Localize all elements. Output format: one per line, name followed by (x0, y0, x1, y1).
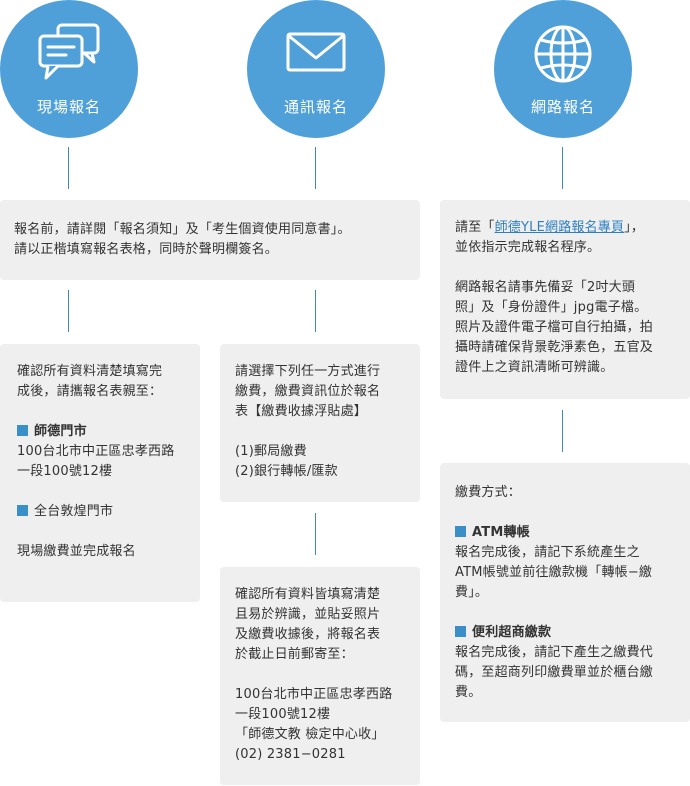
online-intro-line: 請至「師德YLE網路報名專頁」， (455, 218, 675, 238)
method-mail-circle: 通訊報名 (247, 0, 385, 138)
online-intro-suffix: 」， (624, 220, 645, 235)
connector-line (315, 290, 316, 332)
onsite-note: 現場繳費並完成報名 (17, 544, 136, 559)
connector-line (315, 513, 316, 555)
online-prepare-line: 照」及「身份證件」jpg電子檔。 (455, 300, 648, 315)
square-bullet-icon (17, 505, 28, 516)
connector-line (562, 410, 563, 452)
mail-address-line: 一段100號12樓 (235, 707, 331, 722)
common-line: 報名前，請詳閱「報名須知」及「考生個資使用同意書」。 (14, 222, 351, 237)
store-name: 全台敦煌門市 (34, 504, 114, 519)
globe-icon (534, 25, 592, 83)
convenience-store-name: 便利超商繳款 (472, 625, 552, 640)
square-bullet-icon (455, 526, 466, 537)
online-prepare-line: 攝時請確保背景乾淨素色，五官及 (455, 340, 654, 355)
mail-phone: (02) 2381−0281 (235, 747, 346, 762)
mail-send-line: 且易於辨識，並貼妥照片 (235, 607, 381, 622)
method-mail-label: 通訊報名 (283, 98, 348, 116)
envelope-icon (286, 32, 346, 72)
online-prepare-line: 照片及證件電子檔可自行拍攝，拍 (455, 320, 654, 335)
mail-payment-box: 請選擇下列任一方式進行 繳費，繳費資訊位於報名 表【繳費收據浮貼處】 (1)郵局… (220, 344, 420, 502)
store-address: 100台北市中正區忠孝西路 (17, 444, 175, 459)
mail-send-box: 確認所有資料皆填寫清楚 且易於辨識，並貼妥照片 及繳費收據後，將報名表 於截止日… (220, 567, 420, 785)
common-line: 請以正楷填寫報名表格，同時於聲明欄簽名。 (14, 242, 279, 257)
online-prepare-line: 證件上之資訊清晰可辨識。 (455, 360, 614, 375)
convenience-store-line: 報名完成後，請記下產生之繳費代 (455, 645, 654, 660)
method-online-circle: 網路報名 (494, 0, 632, 138)
chat-bubbles-icon (38, 23, 100, 80)
connector-line (68, 290, 69, 332)
atm-line: ATM帳號並前往繳款機「轉帳−繳 (455, 565, 653, 580)
connector-line (315, 147, 316, 189)
method-online-label: 網路報名 (530, 98, 595, 116)
common-instructions-box: 報名前，請詳閱「報名須知」及「考生個資使用同意書」。 請以正楷填寫報名表格，同時… (0, 200, 420, 280)
online-instructions-box: 請至「師德YLE網路報名專頁」， 並依指示完成報名程序。 網路報名請事先備妥「2… (440, 200, 690, 399)
mail-payment-line: 繳費，繳費資訊位於報名 (235, 384, 381, 399)
mail-payment-line: 請選擇下列任一方式進行 (235, 364, 381, 379)
payment-option: (1)郵局繳費 (235, 444, 307, 459)
atm-line: 報名完成後，請記下系統產生之 (455, 545, 640, 560)
online-prepare-line: 網路報名請事先備妥「2吋大頭 (455, 280, 636, 295)
mail-address-line: 100台北市中正區忠孝西路 (235, 687, 393, 702)
square-bullet-icon (455, 626, 466, 637)
onsite-box: 確認所有資料清楚填寫完 成後，請攜報名表親至： 師德門市 100台北市中正區忠孝… (0, 344, 200, 602)
atm-line: 費」。 (455, 585, 489, 600)
mail-send-line: 於截止日前郵寄至： (235, 647, 354, 662)
convenience-store-heading: 便利超商繳款 (455, 623, 675, 643)
payment-option: (2)銀行轉帳/匯款 (235, 464, 338, 479)
store-heading: 師德門市 (17, 422, 183, 442)
atm-name: ATM轉帳 (472, 525, 530, 540)
mail-address-line: 「師德文教 檢定中心收」 (235, 727, 385, 742)
store-heading: 全台敦煌門市 (17, 502, 183, 522)
mail-payment-line: 表【繳費收據浮貼處】 (235, 404, 368, 419)
onsite-line: 成後，請攜報名表親至： (17, 384, 163, 399)
online-intro-line: 並依指示完成報名程序。 (455, 240, 601, 255)
online-intro-prefix: 請至「 (455, 220, 495, 235)
store-address: 一段100號12樓 (17, 464, 113, 479)
method-onsite-label: 現場報名 (36, 98, 101, 116)
mail-send-line: 確認所有資料皆填寫清楚 (235, 587, 381, 602)
connector-line (562, 147, 563, 189)
method-onsite-circle: 現場報名 (0, 0, 138, 138)
store-name: 師德門市 (34, 424, 87, 439)
convenience-store-line: 費。 (455, 685, 482, 700)
atm-heading: ATM轉帳 (455, 523, 675, 543)
online-registration-link[interactable]: 師德YLE網路報名專頁 (494, 220, 625, 235)
square-bullet-icon (17, 425, 28, 436)
convenience-store-line: 碼，至超商列印繳費單並於櫃台繳 (455, 665, 654, 680)
online-payment-box: 繳費方式： ATM轉帳 報名完成後，請記下系統產生之 ATM帳號並前往繳款機「轉… (440, 463, 690, 722)
connector-line (68, 147, 69, 189)
onsite-line: 確認所有資料清楚填寫完 (17, 364, 163, 379)
payment-title: 繳費方式： (455, 485, 522, 500)
mail-send-line: 及繳費收據後，將報名表 (235, 627, 381, 642)
